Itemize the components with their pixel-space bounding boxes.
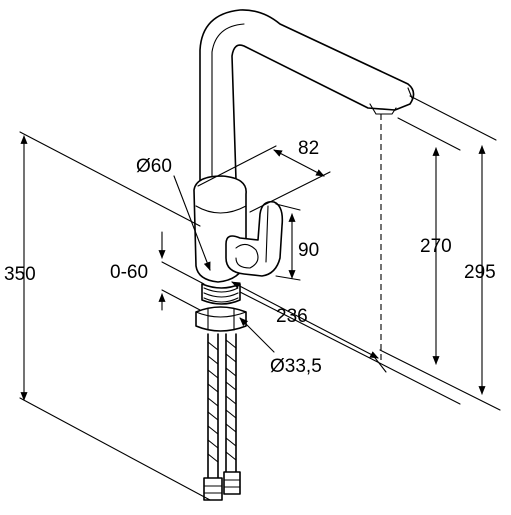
label-deck-thickness: 0-60: [110, 262, 148, 283]
dim-diameter60-leader: [173, 175, 211, 271]
dim-236-ext: [371, 353, 387, 373]
hose-left: [207, 333, 219, 479]
dim-90-ext-bottom: [275, 275, 301, 281]
dimension-lines: [19, 95, 501, 501]
hose-braid: [207, 339, 237, 463]
dim-350-ext-bottom: [19, 397, 211, 501]
mounting-nut: [195, 306, 247, 332]
dim-82-ext-b: [249, 171, 331, 213]
spout-inner-edge: [211, 23, 245, 186]
dim-295-ext-bottom: [379, 349, 501, 411]
mixer-body-ring: [195, 205, 247, 214]
dim-350-ext-top: [19, 131, 201, 227]
dim-295-ext-top: [409, 95, 497, 141]
spout-outline: [199, 9, 415, 191]
dim-270-ext-bottom: [239, 291, 461, 405]
dim-0-60-ext-top: [161, 261, 205, 285]
label-height-to-outlet: 270: [420, 236, 452, 257]
dim-270-ext-top: [397, 117, 461, 151]
label-spout-height: 295: [464, 262, 496, 283]
dim-diameter33-leader: [239, 317, 275, 353]
dim-0-60-ext-bottom: [161, 289, 201, 311]
dim-90-ext-top: [275, 203, 301, 211]
lever-grip-edge: [265, 205, 269, 263]
label-body-diameter: Ø60: [136, 156, 172, 177]
hose-fitting-right: [223, 471, 241, 495]
dim-236-line: [231, 281, 379, 359]
dim-82-ext-a: [197, 145, 277, 187]
lever-outline: [225, 200, 284, 277]
spout-outlet: [369, 103, 397, 115]
label-hole-diameter: Ø33,5: [270, 356, 322, 377]
label-total-height: 350: [4, 264, 36, 285]
dimension-labels: 350 270 295 Ø60 82 90 0-60 236 Ø33,5: [4, 138, 496, 377]
hose-fitting-left: [203, 477, 223, 501]
dim-82-line: [273, 149, 325, 177]
lever-inner: [235, 243, 259, 269]
label-body-depth: 82: [298, 138, 319, 159]
label-lever-height: 90: [298, 240, 319, 261]
label-spout-reach: 236: [276, 306, 308, 327]
